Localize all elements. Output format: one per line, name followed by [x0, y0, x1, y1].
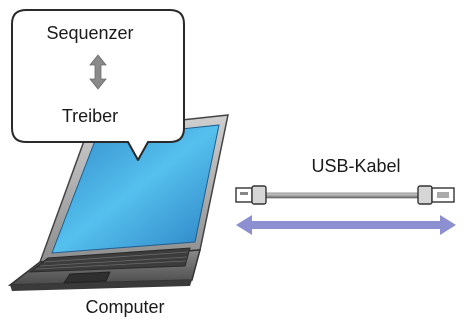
usb-plug-b-icon [417, 185, 455, 205]
bubble-label-sequenzer: Sequenzer [46, 23, 134, 43]
computer-label: Computer [85, 297, 165, 317]
bidirectional-arrow-icon [236, 215, 456, 235]
cable-wire [259, 192, 421, 199]
usb-plug-a-icon [235, 185, 267, 205]
laptop-touchpad [63, 271, 111, 284]
laptop-icon [7, 114, 229, 291]
usb-cable [235, 185, 455, 205]
bubble-label-treiber: Treiber [61, 106, 119, 126]
laptop-keyboard [28, 247, 191, 273]
cable-label: USB-Kabel [311, 156, 401, 176]
updown-arrow-icon [89, 54, 107, 90]
